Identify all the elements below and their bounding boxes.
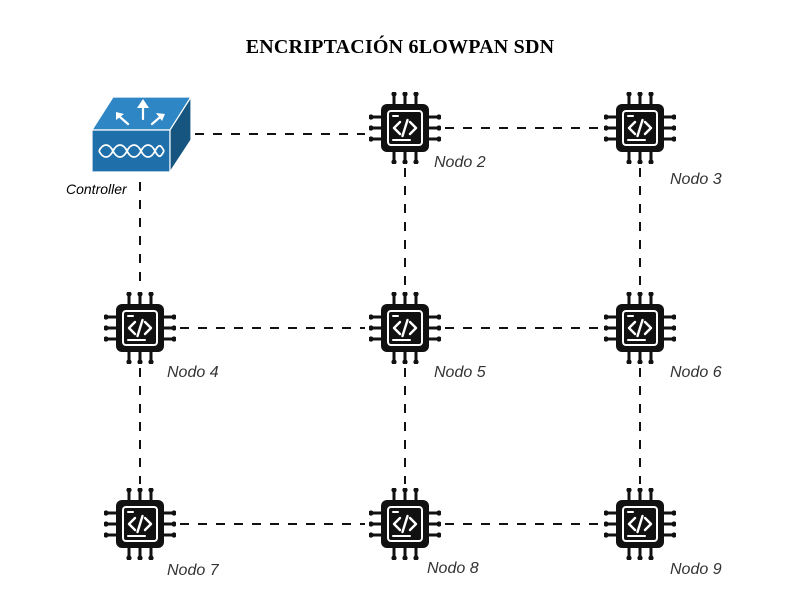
chip-code-icon <box>104 292 176 364</box>
chip-code-icon <box>369 92 441 164</box>
node-nodo3[interactable]: Nodo 3 <box>603 91 722 188</box>
links-layer <box>139 127 641 525</box>
node-nodo2[interactable]: Nodo 2 <box>368 91 486 171</box>
chip-code-icon <box>369 488 441 560</box>
node-nodo5[interactable]: Nodo 5 <box>368 291 486 381</box>
diagram-title: ENCRIPTACIÓN 6LOWPAN SDN <box>245 36 555 58</box>
node-nodo9[interactable]: Nodo 9 <box>603 487 722 578</box>
node-label-nodo5: Nodo 5 <box>434 364 486 381</box>
controller-label: Controller <box>66 181 128 197</box>
node-label-nodo4: Nodo 4 <box>167 364 219 381</box>
node-nodo4[interactable]: Nodo 4 <box>103 291 219 381</box>
chip-code-icon <box>604 488 676 560</box>
node-nodo7[interactable]: Nodo 7 <box>103 487 220 579</box>
chip-code-icon <box>604 92 676 164</box>
node-nodo8[interactable]: Nodo 8 <box>368 487 479 577</box>
node-label-nodo3: Nodo 3 <box>670 171 722 188</box>
chip-code-icon <box>604 292 676 364</box>
chip-code-icon <box>104 488 176 560</box>
node-label-nodo7: Nodo 7 <box>167 562 220 579</box>
sdn-controller-switch-icon <box>90 94 193 175</box>
chip-code-icon <box>369 292 441 364</box>
node-nodo6[interactable]: Nodo 6 <box>603 291 722 381</box>
controller[interactable]: Controller <box>66 94 193 197</box>
node-label-nodo9: Nodo 9 <box>670 561 722 578</box>
node-label-nodo2: Nodo 2 <box>434 154 486 171</box>
node-label-nodo6: Nodo 6 <box>670 364 722 381</box>
nodes-layer: Nodo 2 Nodo 3 Nodo 4 Nodo 5 Nodo 6 Nodo 7 Nodo… <box>103 91 722 579</box>
node-label-nodo8: Nodo 8 <box>427 560 479 577</box>
